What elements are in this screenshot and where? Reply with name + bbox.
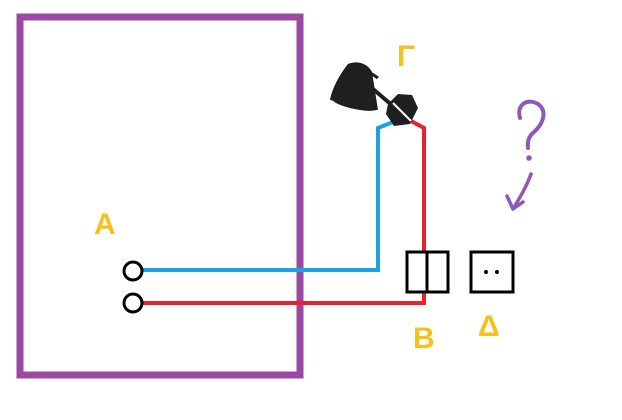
double-switch-icon <box>405 250 450 294</box>
room-boundary <box>16 13 304 379</box>
label-b: B <box>413 322 435 355</box>
blue-wire <box>140 120 394 272</box>
label-gamma: Γ <box>397 40 415 73</box>
red-wire-from-terminal <box>140 292 426 305</box>
question-mark-icon <box>517 99 546 161</box>
curved-arrow-icon <box>505 172 533 211</box>
terminal-a-lower <box>122 292 144 314</box>
label-delta: Δ <box>478 310 500 343</box>
red-wire-to-switch <box>410 119 426 252</box>
desk-lamp-icon <box>330 62 418 126</box>
terminal-a-upper <box>122 260 144 282</box>
label-a: A <box>94 208 116 241</box>
socket-outlet-icon <box>469 250 515 294</box>
